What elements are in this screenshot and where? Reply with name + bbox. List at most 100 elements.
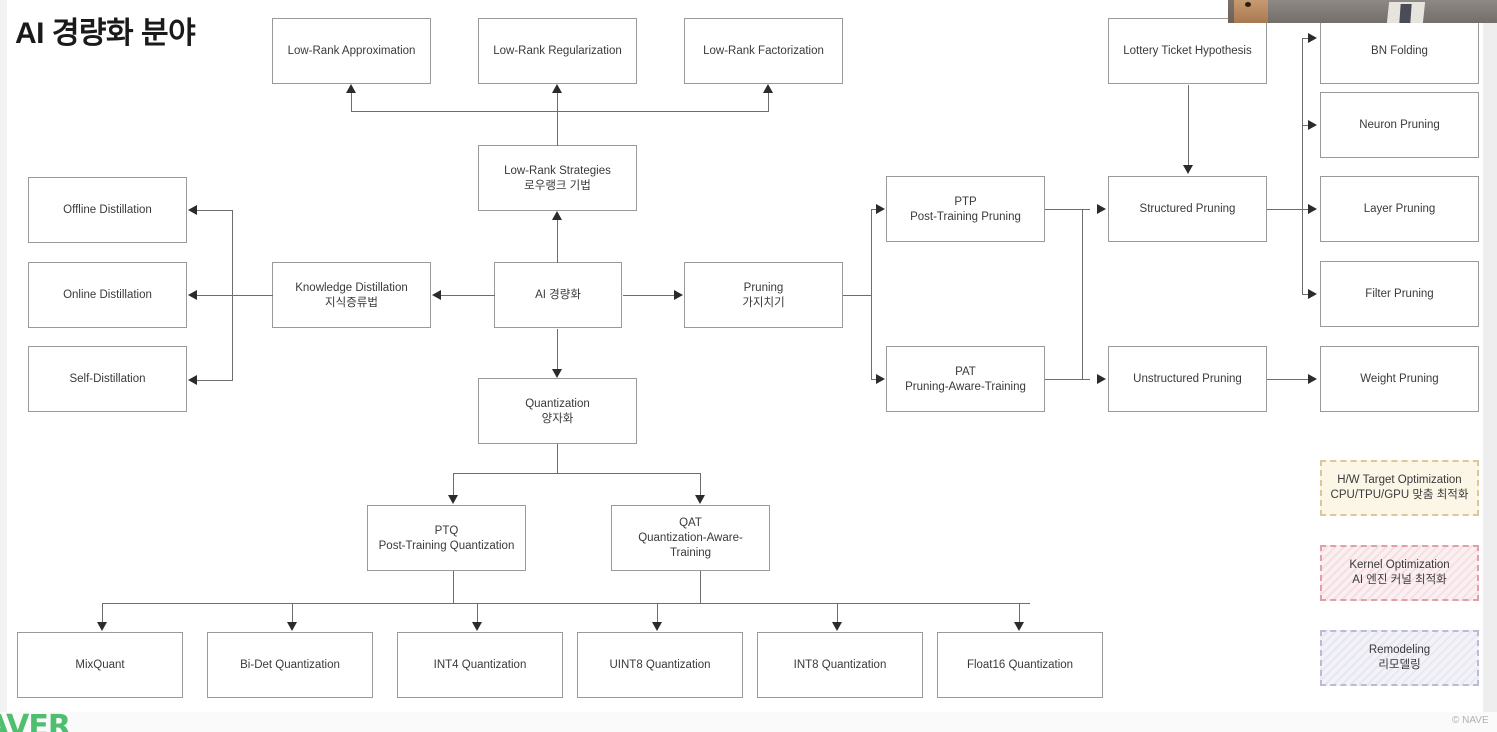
arrow-to-float16-quantization	[1014, 622, 1024, 631]
connector-root-to-kd	[441, 295, 495, 296]
node-knowledge-distillation[interactable]: Knowledge Distillation 지식증류법	[272, 262, 431, 328]
node-pruning[interactable]: Pruning 가지치기	[684, 262, 843, 328]
node-label: UINT8 Quantization	[609, 659, 711, 671]
connector-pruning-bus	[871, 209, 872, 379]
node-ai-lightweight-root[interactable]: AI 경량화	[494, 262, 622, 328]
node-label-full: Pruning-Aware-Training	[905, 380, 1026, 393]
node-label: Unstructured Pruning	[1133, 373, 1242, 385]
node-neuron-pruning[interactable]: Neuron Pruning	[1320, 92, 1479, 158]
connector-structured-to-filter	[1302, 294, 1310, 295]
node-label: Float16 Quantization	[966, 659, 1074, 671]
arrow-to-low-rank-regularization	[552, 84, 562, 93]
node-low-rank-strategies[interactable]: Low-Rank Strategies 로우랭크 기법	[478, 145, 637, 211]
arrow-to-ptp	[876, 204, 885, 214]
node-label-ko: 지식증류법	[325, 296, 378, 309]
arrow-to-bn-folding	[1308, 33, 1317, 43]
node-ptp[interactable]: PTP Post-Training Pruning	[886, 176, 1045, 242]
connector-root-to-pruning	[623, 295, 675, 296]
node-low-rank-regularization[interactable]: Low-Rank Regularization	[478, 18, 637, 84]
legend-label-ko: AI 엔진 커널 최적화	[1352, 574, 1447, 586]
node-label-full: Post-Training Quantization	[378, 539, 515, 552]
connector-bus-to-bidet	[292, 603, 293, 624]
arrow-to-int4-quantization	[472, 622, 482, 631]
node-label-ko: 가지치기	[742, 296, 785, 309]
arrow-to-low-rank-approximation	[346, 84, 356, 93]
arrow-to-offline-distillation	[188, 205, 197, 215]
left-gutter	[0, 0, 7, 712]
connector-lowrank-to-approx	[351, 90, 352, 112]
connector-ptq-down	[453, 571, 454, 603]
node-label-abbr: PAT	[955, 365, 976, 378]
node-mixquant[interactable]: MixQuant	[17, 632, 183, 698]
node-uint8-quantization[interactable]: UINT8 Quantization	[577, 632, 743, 698]
page-title: AI 경량화 분야	[15, 17, 196, 50]
node-label: Low-Rank Factorization	[703, 45, 824, 57]
node-pat[interactable]: PAT Pruning-Aware-Training	[886, 346, 1045, 412]
connector-pat-out	[1045, 379, 1090, 380]
legend-remodeling[interactable]: Remodeling 리모델링	[1320, 630, 1479, 686]
node-qat[interactable]: QAT Quantization-Aware- Training	[611, 505, 770, 571]
node-label: AI 경량화	[535, 289, 581, 301]
connector-bus-to-int8	[837, 603, 838, 624]
node-filter-pruning[interactable]: Filter Pruning	[1320, 261, 1479, 327]
legend-label-en: Kernel Optimization	[1349, 559, 1450, 571]
connector-kd-to-offline	[197, 210, 233, 211]
arrow-to-low-rank-strategies	[552, 211, 562, 220]
node-unstructured-pruning[interactable]: Unstructured Pruning	[1108, 346, 1267, 412]
connector-kd-to-online	[197, 295, 273, 296]
connector-kd-to-self	[197, 380, 233, 381]
connector-pruning-to-pat	[871, 379, 878, 380]
legend-label-ko: 리모델링	[1378, 659, 1421, 671]
arrow-to-layer-pruning	[1308, 204, 1317, 214]
connector-variant-bus	[102, 603, 1030, 604]
node-label: Bi-Det Quantization	[240, 659, 340, 671]
node-label: Self-Distillation	[69, 373, 146, 385]
connector-lottery-to-structured	[1188, 85, 1189, 167]
node-int4-quantization[interactable]: INT4 Quantization	[397, 632, 563, 698]
arrow-to-ptq	[448, 495, 458, 504]
node-label-abbr: PTP	[954, 195, 977, 208]
connector-lrs-up-stub	[557, 111, 558, 146]
connector-quant-down	[557, 444, 558, 473]
connector-quant-to-qat	[700, 473, 701, 497]
node-bidet-quantization[interactable]: Bi-Det Quantization	[207, 632, 373, 698]
node-self-distillation[interactable]: Self-Distillation	[28, 346, 187, 412]
connector-structured-to-layer	[1302, 209, 1310, 210]
node-label-abbr: QAT	[679, 517, 702, 529]
node-float16-quantization[interactable]: Float16 Quantization	[937, 632, 1103, 698]
node-offline-distillation[interactable]: Offline Distillation	[28, 177, 187, 243]
node-int8-quantization[interactable]: INT8 Quantization	[757, 632, 923, 698]
node-layer-pruning[interactable]: Layer Pruning	[1320, 176, 1479, 242]
right-gutter	[1483, 0, 1497, 712]
presenter-eye	[1245, 2, 1251, 7]
node-lottery-ticket-hypothesis[interactable]: Lottery Ticket Hypothesis	[1108, 18, 1267, 84]
node-ptq[interactable]: PTQ Post-Training Quantization	[367, 505, 526, 571]
connector-ptp-pat-bus	[1082, 209, 1083, 379]
node-quantization[interactable]: Quantization 양자화	[478, 378, 637, 444]
legend-hw-target-optimization[interactable]: H/W Target Optimization CPU/TPU/GPU 맞춤 최…	[1320, 460, 1479, 516]
node-label: MixQuant	[75, 659, 125, 671]
node-label-en: Low-Rank Strategies	[504, 164, 611, 177]
connector-lowrank-to-reg	[557, 90, 558, 112]
arrow-to-quantization	[552, 369, 562, 378]
presenter-suit	[1268, 0, 1497, 23]
node-label: Low-Rank Regularization	[493, 45, 622, 57]
legend-kernel-optimization[interactable]: Kernel Optimization AI 엔진 커널 최적화	[1320, 545, 1479, 601]
arrow-to-neuron-pruning	[1308, 120, 1317, 130]
presenter-webcam-overlay[interactable]	[1228, 0, 1497, 23]
arrow-to-qat	[695, 495, 705, 504]
arrow-ptp-to-structured	[1097, 204, 1106, 214]
node-label-en: Knowledge Distillation	[295, 281, 408, 294]
node-bn-folding[interactable]: BN Folding	[1320, 18, 1479, 84]
node-low-rank-approximation[interactable]: Low-Rank Approximation	[272, 18, 431, 84]
arrow-to-weight-pruning	[1308, 374, 1317, 384]
connector-root-to-lowrank	[557, 217, 558, 263]
node-low-rank-factorization[interactable]: Low-Rank Factorization	[684, 18, 843, 84]
node-weight-pruning[interactable]: Weight Pruning	[1320, 346, 1479, 412]
naver-logo: AVER	[0, 709, 71, 732]
node-structured-pruning[interactable]: Structured Pruning	[1108, 176, 1267, 242]
connector-structured-to-neuron	[1302, 125, 1310, 126]
node-label-en: Pruning	[743, 281, 784, 294]
node-online-distillation[interactable]: Online Distillation	[28, 262, 187, 328]
node-label: Structured Pruning	[1139, 203, 1236, 215]
